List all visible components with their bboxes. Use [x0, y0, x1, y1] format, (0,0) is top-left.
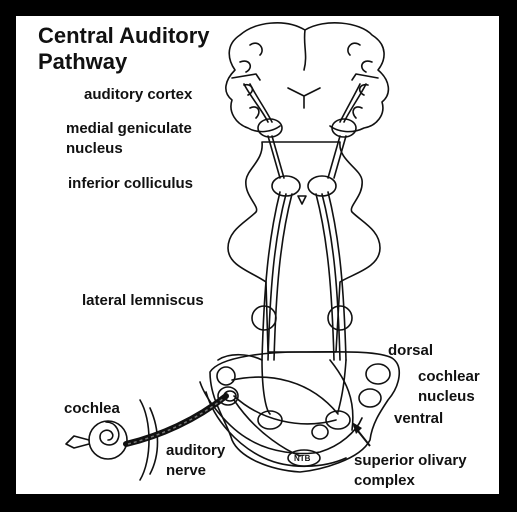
label-auditory-nerve-line-2: nerve [166, 462, 206, 479]
label-auditory-cortex: auditory cortex [84, 86, 192, 103]
label-inferior-colliculus: inferior colliculus [68, 175, 193, 192]
label-auditory-nerve-line-1: auditory [166, 442, 225, 459]
label-dorsal: dorsal [388, 342, 433, 359]
label-lateral-lemniscus: lateral lemniscus [82, 292, 204, 309]
label-superior-olivary-line-2: complex [354, 472, 415, 489]
diagram-title-line-2: Pathway [38, 50, 127, 74]
label-cochlear-line-2: nucleus [418, 388, 475, 405]
label-superior-olivary-line-1: superior olivary [354, 452, 467, 469]
label-cochlear-line-1: cochlear [418, 368, 480, 385]
label-medial-geniculate-line-2: nucleus [66, 140, 123, 157]
diagram-title-line-1: Central Auditory [38, 24, 210, 48]
label-cochlea: cochlea [64, 400, 120, 417]
label-medial-geniculate-line-1: medial geniculate [66, 120, 192, 137]
label-ntb: NTB [294, 454, 310, 463]
label-ventral: ventral [394, 410, 443, 427]
